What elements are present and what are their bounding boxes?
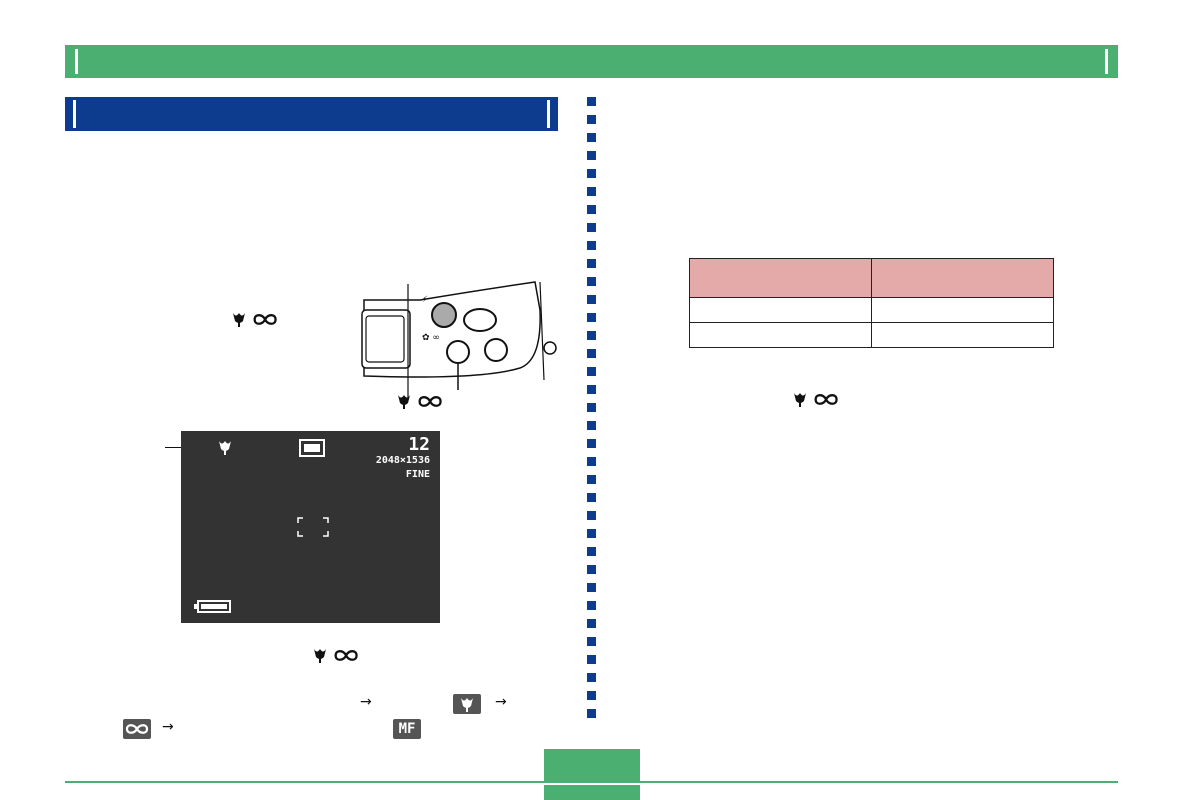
divider-square bbox=[587, 529, 596, 538]
divider-square bbox=[587, 241, 596, 250]
macro-mode-box bbox=[453, 694, 481, 714]
footer-rule bbox=[65, 781, 1118, 783]
table-cell-r2c1 bbox=[690, 323, 872, 347]
quality-readout: FINE bbox=[405, 469, 430, 480]
banner-notch-right bbox=[1105, 49, 1108, 74]
header-notch-left bbox=[73, 100, 76, 128]
macro-infinity-icon-3 bbox=[314, 649, 358, 663]
divider-square bbox=[587, 601, 596, 610]
divider-square bbox=[587, 151, 596, 160]
divider-square bbox=[587, 187, 596, 196]
banner-notch-left bbox=[75, 49, 78, 74]
divider-square bbox=[587, 511, 596, 520]
camera-illustration: ⚡ ✿ ∞ bbox=[361, 281, 557, 400]
divider-square bbox=[587, 637, 596, 646]
sequence-arrow-1: → bbox=[360, 694, 372, 710]
shots-remaining: 12 bbox=[408, 434, 430, 455]
divider-square bbox=[587, 385, 596, 394]
divider-square bbox=[587, 475, 596, 484]
infinity-mode-box-icon bbox=[125, 724, 149, 734]
page-number-tab bbox=[544, 749, 640, 781]
svg-text:⚡: ⚡ bbox=[422, 295, 428, 305]
focus-frame-icon bbox=[297, 517, 329, 537]
divider-square bbox=[587, 133, 596, 142]
sequence-arrow-2: → bbox=[495, 694, 507, 710]
macro-infinity-icon bbox=[233, 313, 277, 327]
divider-square bbox=[587, 367, 596, 376]
macro-infinity-icon-2 bbox=[398, 395, 442, 409]
divider-square bbox=[587, 259, 596, 268]
focus-range-table bbox=[689, 258, 1054, 348]
battery-icon bbox=[194, 600, 231, 613]
divider-square bbox=[587, 349, 596, 358]
divider-square bbox=[587, 547, 596, 556]
divider-square bbox=[587, 97, 596, 106]
header-notch-right bbox=[547, 100, 550, 128]
table-header-cell-2 bbox=[872, 259, 1053, 298]
divider-square bbox=[587, 169, 596, 178]
image-size-icon bbox=[299, 439, 325, 457]
divider-square bbox=[587, 115, 596, 124]
macro-mode-icon bbox=[219, 441, 231, 455]
manual-focus-box: MF bbox=[393, 719, 421, 739]
divider-square bbox=[587, 277, 596, 286]
divider-square bbox=[587, 331, 596, 340]
divider-square bbox=[587, 493, 596, 502]
section-header bbox=[65, 97, 558, 131]
table-cell-r1c1 bbox=[690, 298, 872, 323]
divider-square bbox=[587, 439, 596, 448]
divider-square bbox=[587, 583, 596, 592]
divider-square bbox=[587, 691, 596, 700]
table-cell-r1c2 bbox=[872, 298, 1053, 323]
divider-square bbox=[587, 223, 596, 232]
divider-square bbox=[587, 205, 596, 214]
table-cell-r2c2 bbox=[872, 323, 1053, 347]
lcd-screen: 12 2048×1536 FINE bbox=[181, 431, 440, 623]
divider-square bbox=[587, 709, 596, 718]
resolution-readout: 2048×1536 bbox=[375, 455, 430, 466]
sequence-arrow-3: → bbox=[162, 719, 174, 735]
macro-infinity-icon-4 bbox=[794, 393, 838, 407]
divider-square bbox=[587, 457, 596, 466]
divider-square bbox=[587, 619, 596, 628]
infinity-mode-box bbox=[123, 719, 151, 739]
macro-mode-box-icon bbox=[461, 698, 473, 712]
divider-square bbox=[587, 421, 596, 430]
svg-text:✿ ∞: ✿ ∞ bbox=[422, 333, 440, 343]
divider-square bbox=[587, 403, 596, 412]
divider-square bbox=[587, 565, 596, 574]
divider-square bbox=[587, 655, 596, 664]
divider-square bbox=[587, 673, 596, 682]
column-divider bbox=[587, 97, 596, 719]
page-tab-lower bbox=[544, 785, 640, 800]
table-header-cell-1 bbox=[690, 259, 872, 298]
chapter-banner bbox=[65, 45, 1118, 78]
divider-square bbox=[587, 295, 596, 304]
divider-square bbox=[587, 313, 596, 322]
